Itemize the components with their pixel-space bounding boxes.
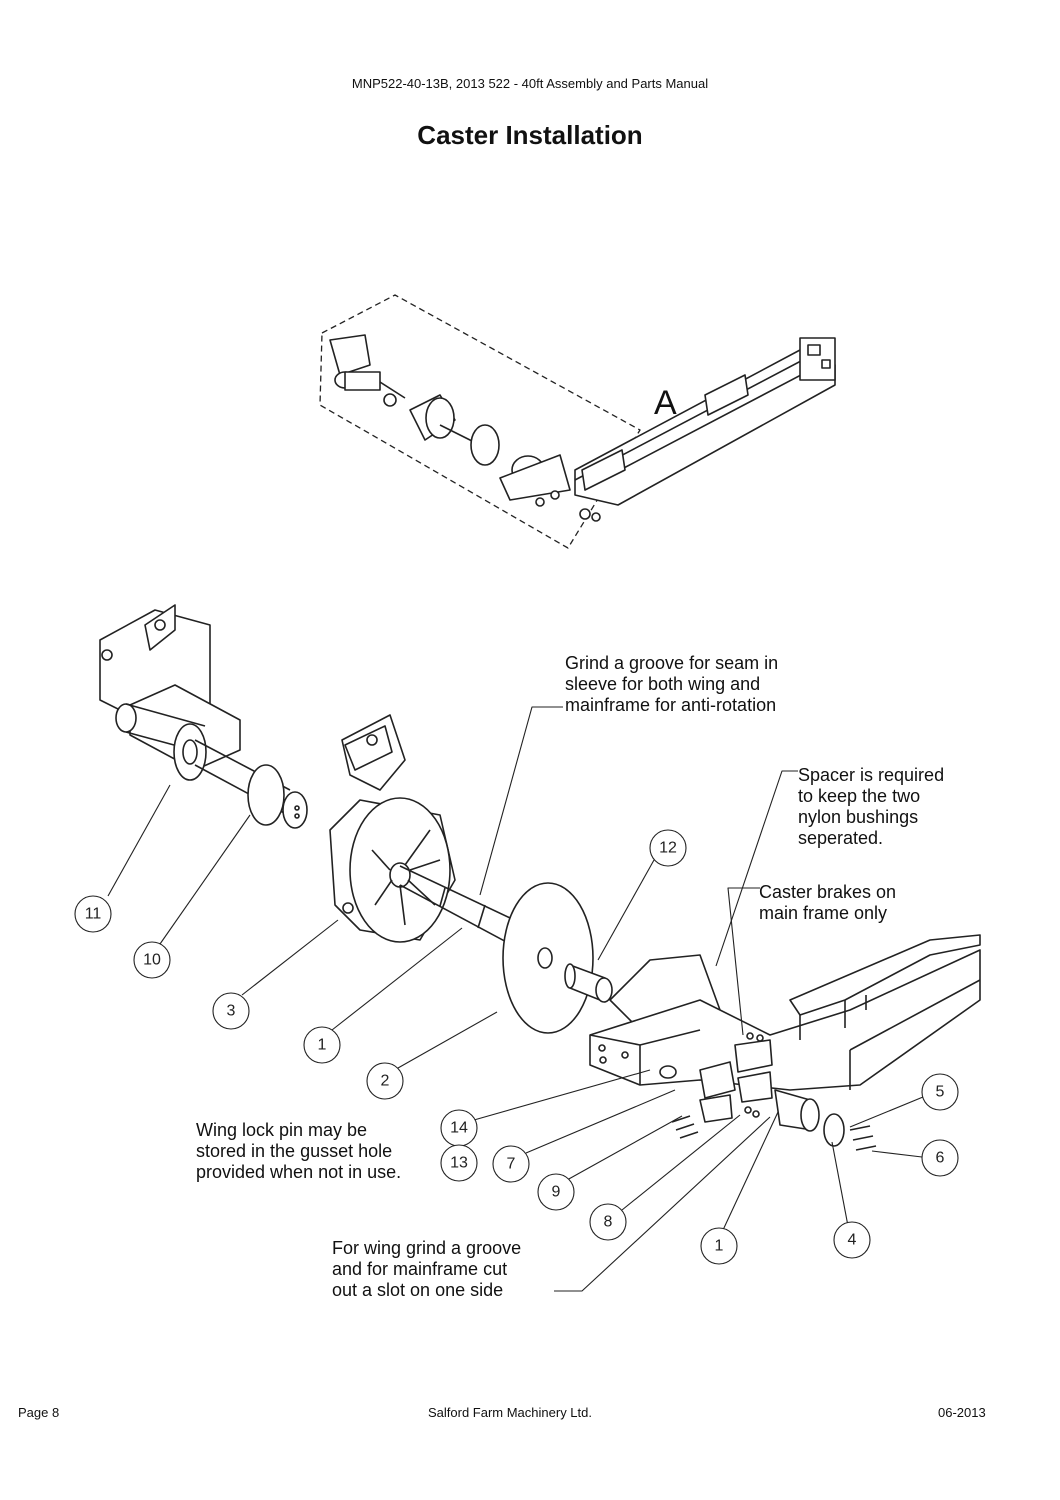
callout-7: 7	[507, 1156, 516, 1173]
note-wing-groove-slot: For wing grind a groove and for mainfram…	[332, 1238, 522, 1300]
manual-header: MNP522-40-13B, 2013 522 - 40ft Assembly …	[351, 76, 709, 91]
note-groove: Grind a groove for seam in sleeve for bo…	[565, 653, 779, 715]
callout-1-upper: 1	[318, 1037, 327, 1054]
page-number: Page 8	[18, 1405, 60, 1420]
page-title: Caster Installation	[417, 120, 643, 150]
callout-13: 13	[450, 1155, 468, 1172]
callout-5: 5	[936, 1084, 945, 1101]
exploded-drawing	[99, 604, 981, 1151]
callout-12: 12	[659, 840, 677, 857]
revision-date: 06-2013	[938, 1405, 986, 1420]
note-wing-lock-pin: Wing lock pin may be stored in the gusse…	[196, 1120, 402, 1182]
company-name: Salford Farm Machinery Ltd.	[427, 1405, 592, 1420]
callout-9: 9	[552, 1184, 561, 1201]
callout-numbers: 11 10 3 1 2 12 14 13 7 9 8 1 4 5 6	[85, 840, 945, 1255]
callout-2: 2	[381, 1073, 390, 1090]
callout-4: 4	[848, 1232, 857, 1249]
callout-8: 8	[604, 1214, 613, 1231]
callout-3: 3	[227, 1003, 236, 1020]
leader-lines	[107, 706, 924, 1292]
callout-11: 11	[85, 906, 102, 923]
callout-14: 14	[450, 1120, 468, 1137]
callout-10: 10	[143, 952, 161, 969]
callout-bubbles	[74, 829, 959, 1265]
callout-1-lower: 1	[715, 1238, 724, 1255]
note-caster-brakes: Caster brakes on main frame only	[759, 882, 897, 923]
overview-drawing: A	[319, 294, 836, 549]
detail-label-a: A	[654, 384, 677, 422]
callout-6: 6	[936, 1150, 945, 1167]
note-spacer: Spacer is required to keep the two nylon…	[798, 765, 945, 848]
